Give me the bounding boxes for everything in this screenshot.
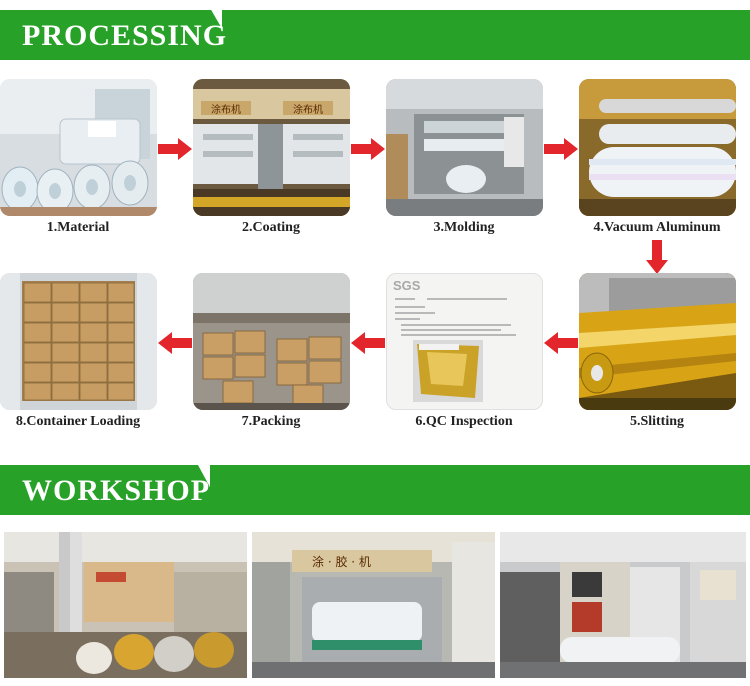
slitting-photo <box>579 273 736 410</box>
workshop-bar <box>210 465 750 515</box>
processing-banner: PROCESSING <box>0 10 750 60</box>
workshop-photo-1 <box>4 532 247 678</box>
arrow-down-icon <box>646 240 668 274</box>
arrow-right-icon <box>544 138 578 160</box>
processing-bar <box>222 10 750 60</box>
coating-sign-2: 涂布机 <box>293 105 323 116</box>
step-8-label: 8.Container Loading <box>15 414 141 429</box>
arrow-left-icon <box>544 332 578 354</box>
step-5-label: 5.Slitting <box>629 414 685 429</box>
coating-sign-1: 涂布机 <box>211 105 241 116</box>
packing-photo <box>193 273 350 410</box>
workshop-tab <box>0 465 225 515</box>
step-1-label: 1.Material <box>46 220 110 235</box>
container-loading-photo <box>0 273 157 410</box>
arrow-left-icon <box>351 332 385 354</box>
step-2-label: 2.Coating <box>242 220 300 235</box>
workshop-sign: 涂 · 胶 · 机 <box>312 555 371 569</box>
workshop-banner: WORKSHOP <box>0 465 750 515</box>
molding-photo <box>386 79 543 216</box>
step-4-label: 4.Vacuum Aluminum <box>593 220 721 235</box>
workshop-photo-2: 涂 · 胶 · 机 <box>252 532 495 678</box>
step-7-label: 7.Packing <box>241 414 301 429</box>
arrow-left-icon <box>158 332 192 354</box>
processing-tab <box>0 10 240 60</box>
processing-title: PROCESSING <box>22 19 228 52</box>
workshop-title: WORKSHOP <box>22 474 211 507</box>
qc-inspection-photo: SGS <box>386 273 543 410</box>
material-photo <box>0 79 157 216</box>
arrow-right-icon <box>158 138 192 160</box>
coating-photo: 涂布机 涂布机 <box>193 79 350 216</box>
sgs-logo: SGS <box>393 278 421 293</box>
step-6-label: 6.QC Inspection <box>415 414 513 429</box>
workshop-photo-3 <box>500 532 746 678</box>
step-3-label: 3.Molding <box>433 220 495 235</box>
arrow-right-icon <box>351 138 385 160</box>
vacuum-aluminum-photo <box>579 79 736 216</box>
